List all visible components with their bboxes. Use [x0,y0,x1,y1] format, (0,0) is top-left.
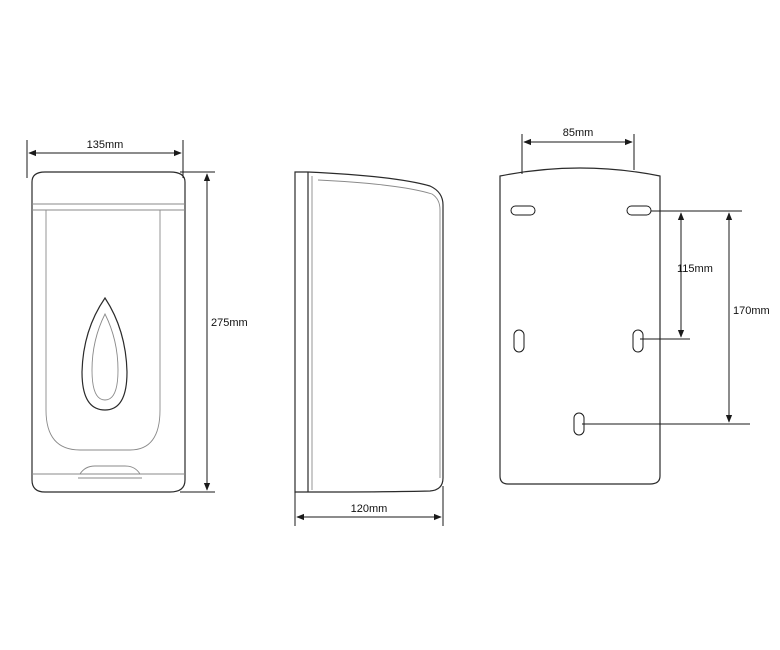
hole-spacing-label: 85mm [563,127,594,139]
back-view: 85mm 115mm 170mm [499,127,770,485]
side-depth-label: 120mm [351,503,388,515]
front-window [45,210,161,451]
front-width-label: 135mm [87,139,124,151]
mounting-hole-mid-right [632,329,644,353]
back-housing [499,167,661,485]
front-height-label: 275mm [211,317,248,329]
front-view: 135mm 275mm [26,139,248,493]
front-viewing-slot [81,296,128,411]
lower-spacing-label: 170mm [733,305,770,317]
front-push-button [79,465,141,475]
mounting-hole-top-left [510,205,536,216]
vertical-spacing-label: 115mm [677,263,713,275]
side-housing [294,171,444,493]
side-view: 120mm [294,171,444,526]
mounting-hole-mid-left [513,329,525,353]
